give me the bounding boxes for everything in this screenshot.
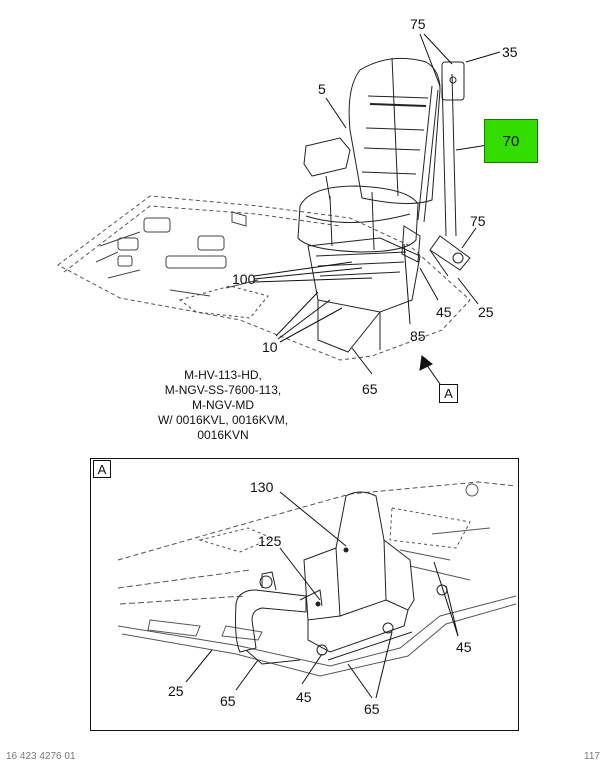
note-line: M-HV-113-HD, [184, 368, 262, 382]
callout-5: 5 [318, 81, 326, 97]
note-line: M-NGV-MD [192, 398, 254, 412]
floor-slots [95, 211, 269, 319]
callout-25-detail: 25 [168, 683, 184, 699]
callout-45-detail-right: 45 [456, 639, 472, 655]
callout-10: 10 [262, 339, 278, 355]
callout-45-main: 45 [436, 304, 452, 320]
seat-belt-assembly [401, 61, 471, 277]
callout-100: 100 [232, 271, 256, 287]
callout-130: 130 [250, 479, 274, 495]
callout-75-right: 75 [470, 213, 486, 229]
callout-85: 85 [410, 328, 426, 344]
cab-floor-main [57, 195, 471, 361]
detail-view-label: A [93, 460, 111, 478]
drawing-number: 16 423 4276 01 [6, 751, 76, 762]
callout-65-main: 65 [362, 381, 378, 397]
seat-riser-main [307, 237, 421, 353]
detail-view-frame [90, 458, 519, 731]
seat-back [348, 57, 441, 205]
seat-riser-detail [303, 491, 415, 661]
view-arrow [419, 355, 441, 385]
callout-25-main: 25 [478, 304, 494, 320]
note-line: M-NGV-SS-7600-113, [164, 383, 282, 397]
callout-70-highlighted[interactable]: 70 [484, 119, 538, 163]
callout-65-detail-left: 65 [220, 693, 236, 709]
leader-lines-main [253, 33, 501, 375]
view-marker-a: A [439, 384, 458, 403]
model-applicability-note: M-HV-113-HD, M-NGV-SS-7600-113, M-NGV-MD… [138, 368, 308, 443]
callout-65-detail-bottom: 65 [364, 701, 380, 717]
note-line: W/ 0016KVL, 0016KVM, [157, 413, 289, 427]
page-number: 117 [584, 751, 600, 762]
callout-75-top: 75 [410, 16, 426, 32]
callout-125: 125 [258, 533, 282, 549]
callout-45-detail-bottom: 45 [296, 689, 312, 705]
seat-cushion [297, 185, 419, 253]
note-line: 0016KVN [197, 428, 249, 442]
leader-lines-detail [185, 491, 459, 699]
armrest [303, 137, 351, 201]
callout-35: 35 [502, 44, 518, 60]
